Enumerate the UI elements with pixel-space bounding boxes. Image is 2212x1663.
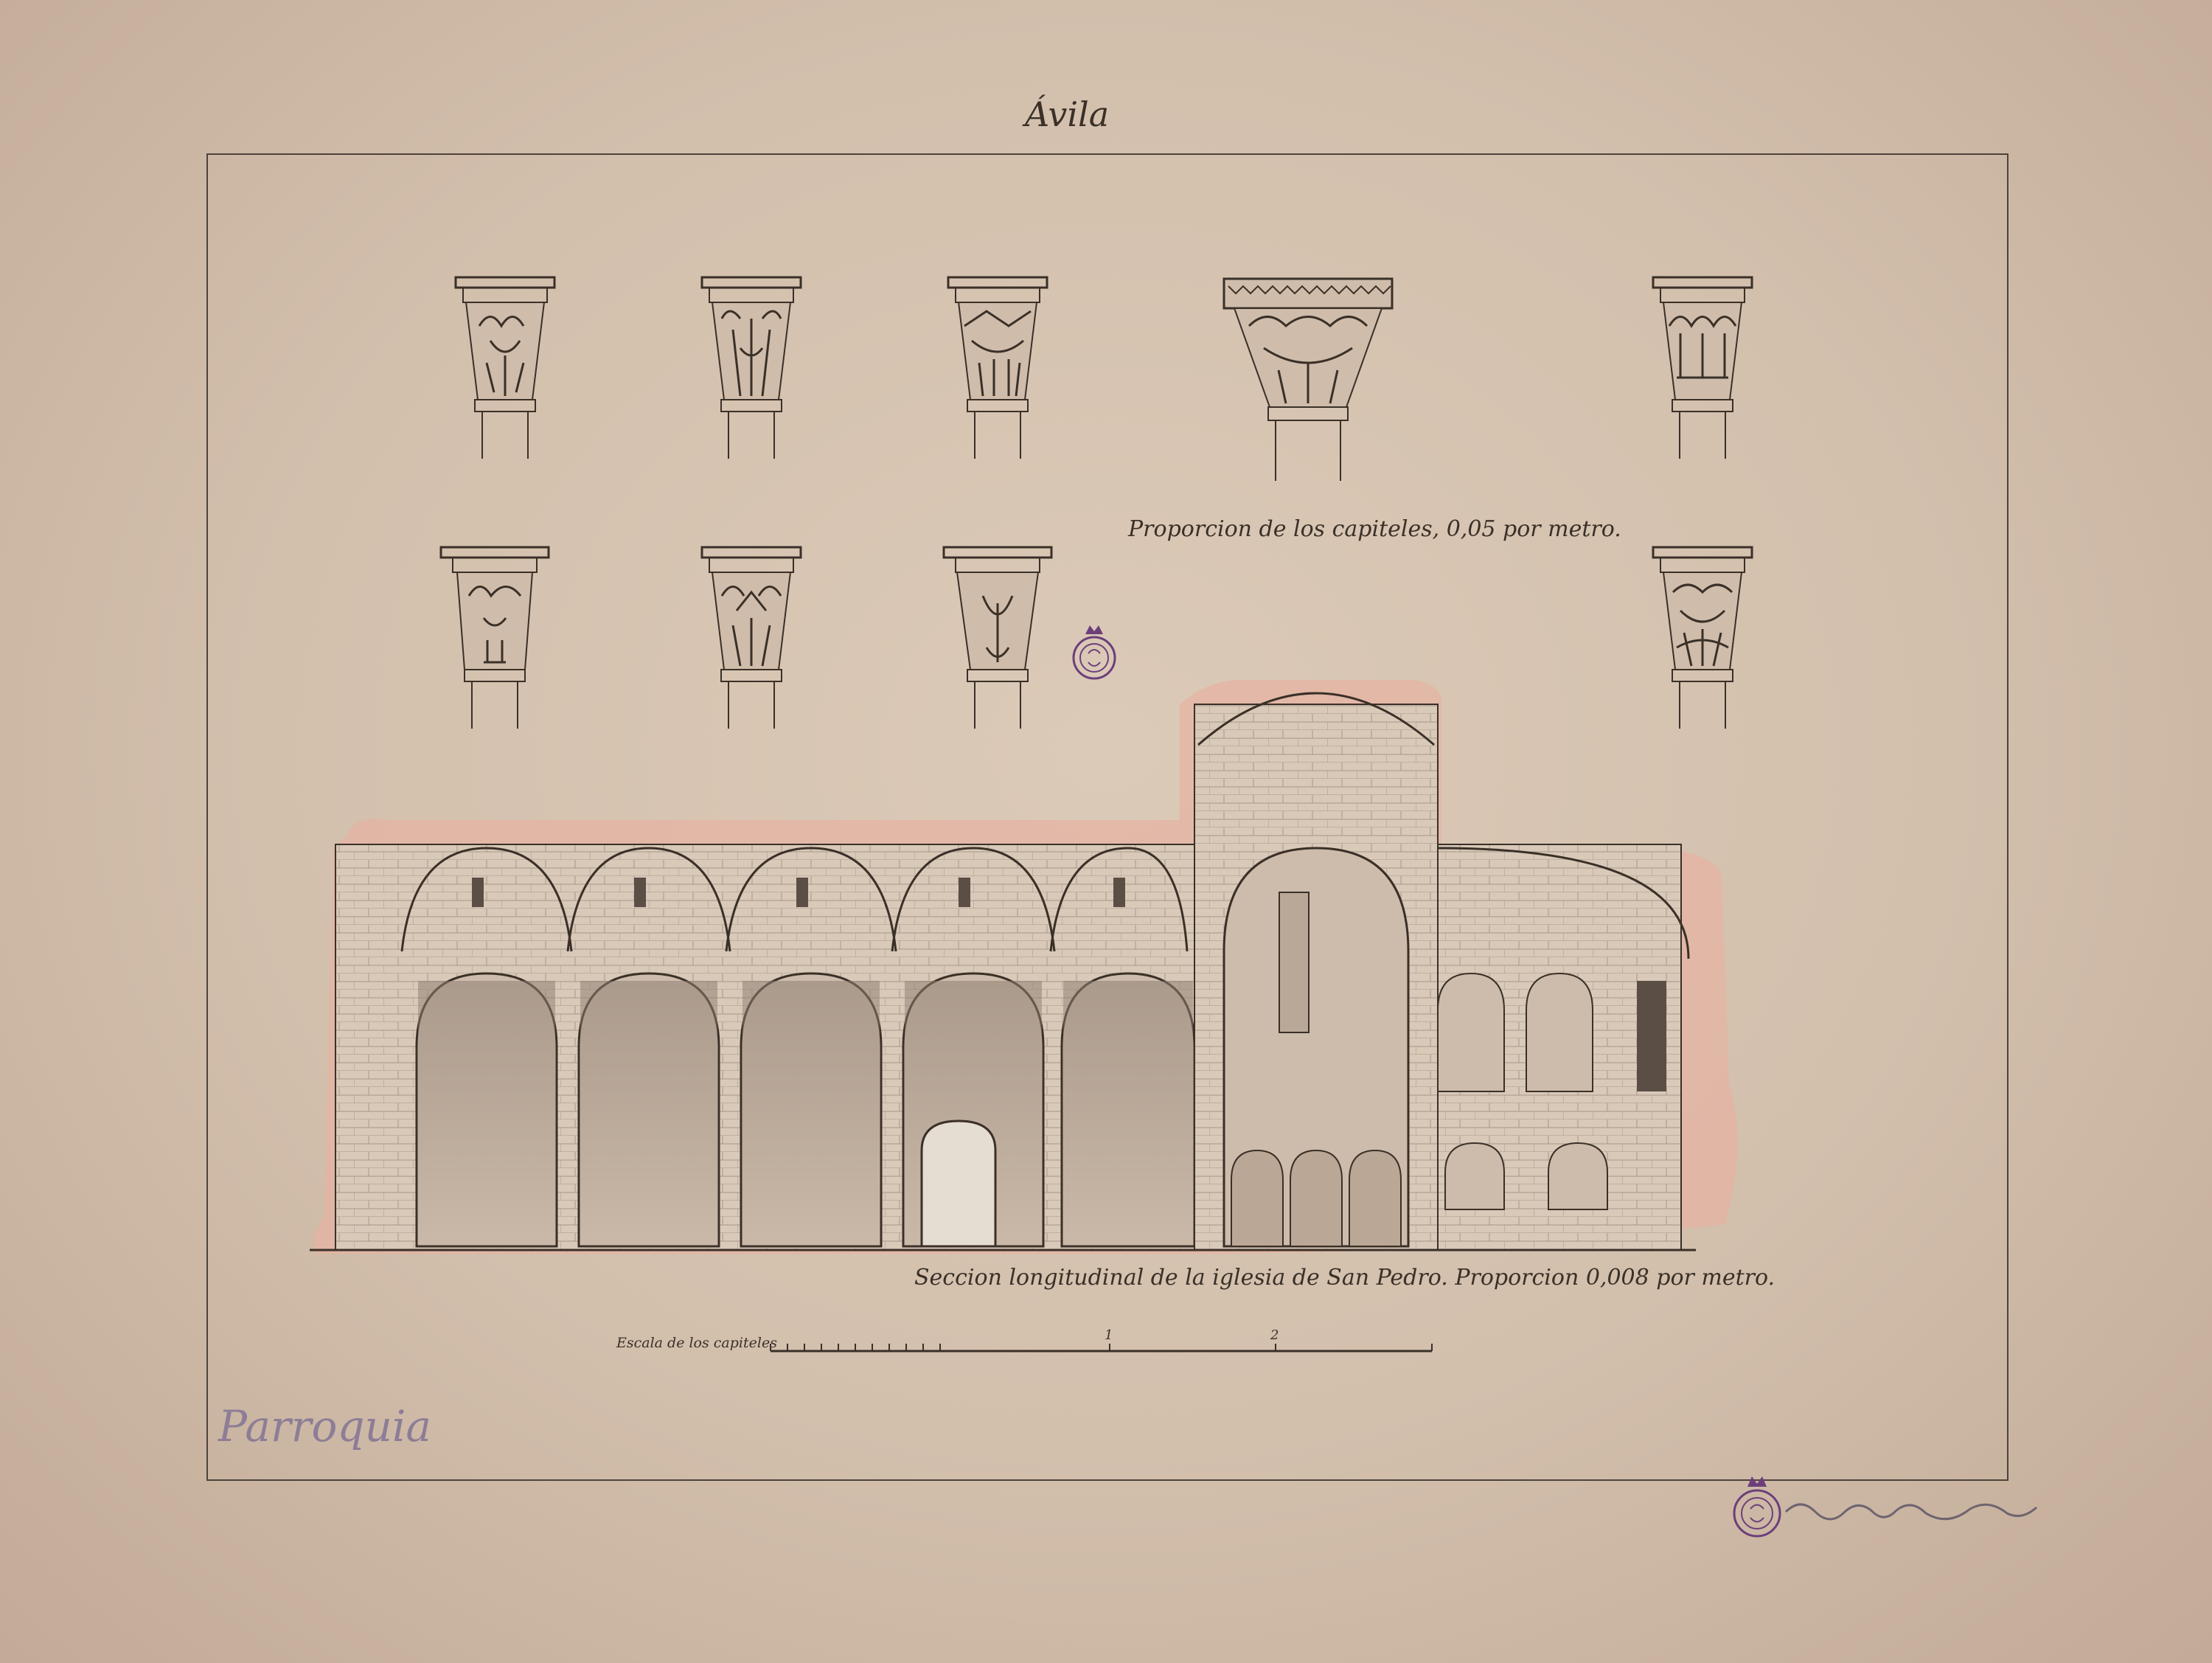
capital-9 [1652, 546, 1753, 729]
royal-stamp-icon [1072, 625, 1116, 680]
capital-7 [700, 546, 802, 729]
royal-stamp-icon [1733, 1476, 1781, 1538]
capital-1 [454, 276, 556, 459]
sheet-title: Ávila [1025, 94, 1110, 134]
section-scale-note: Seccion longitudinal de la iglesia de Sa… [914, 1265, 1775, 1291]
scale-bar-label: Escala de los capiteles [616, 1335, 777, 1351]
capital-6 [439, 546, 550, 729]
capital-8 [942, 546, 1053, 729]
capital-4 [1222, 277, 1394, 481]
capital-2 [700, 276, 802, 459]
scale-tick-1: 1 [1105, 1327, 1113, 1343]
pencil-annotation: Parroquia [218, 1401, 431, 1451]
drawing-frame [206, 153, 2008, 1481]
scale-tick-2: 2 [1270, 1327, 1279, 1343]
capital-3 [947, 276, 1048, 459]
capital-5 [1652, 276, 1753, 459]
signature-icon [1784, 1503, 2038, 1521]
capitals-scale-note: Proporcion de los capiteles, 0,05 por me… [1128, 516, 1621, 542]
